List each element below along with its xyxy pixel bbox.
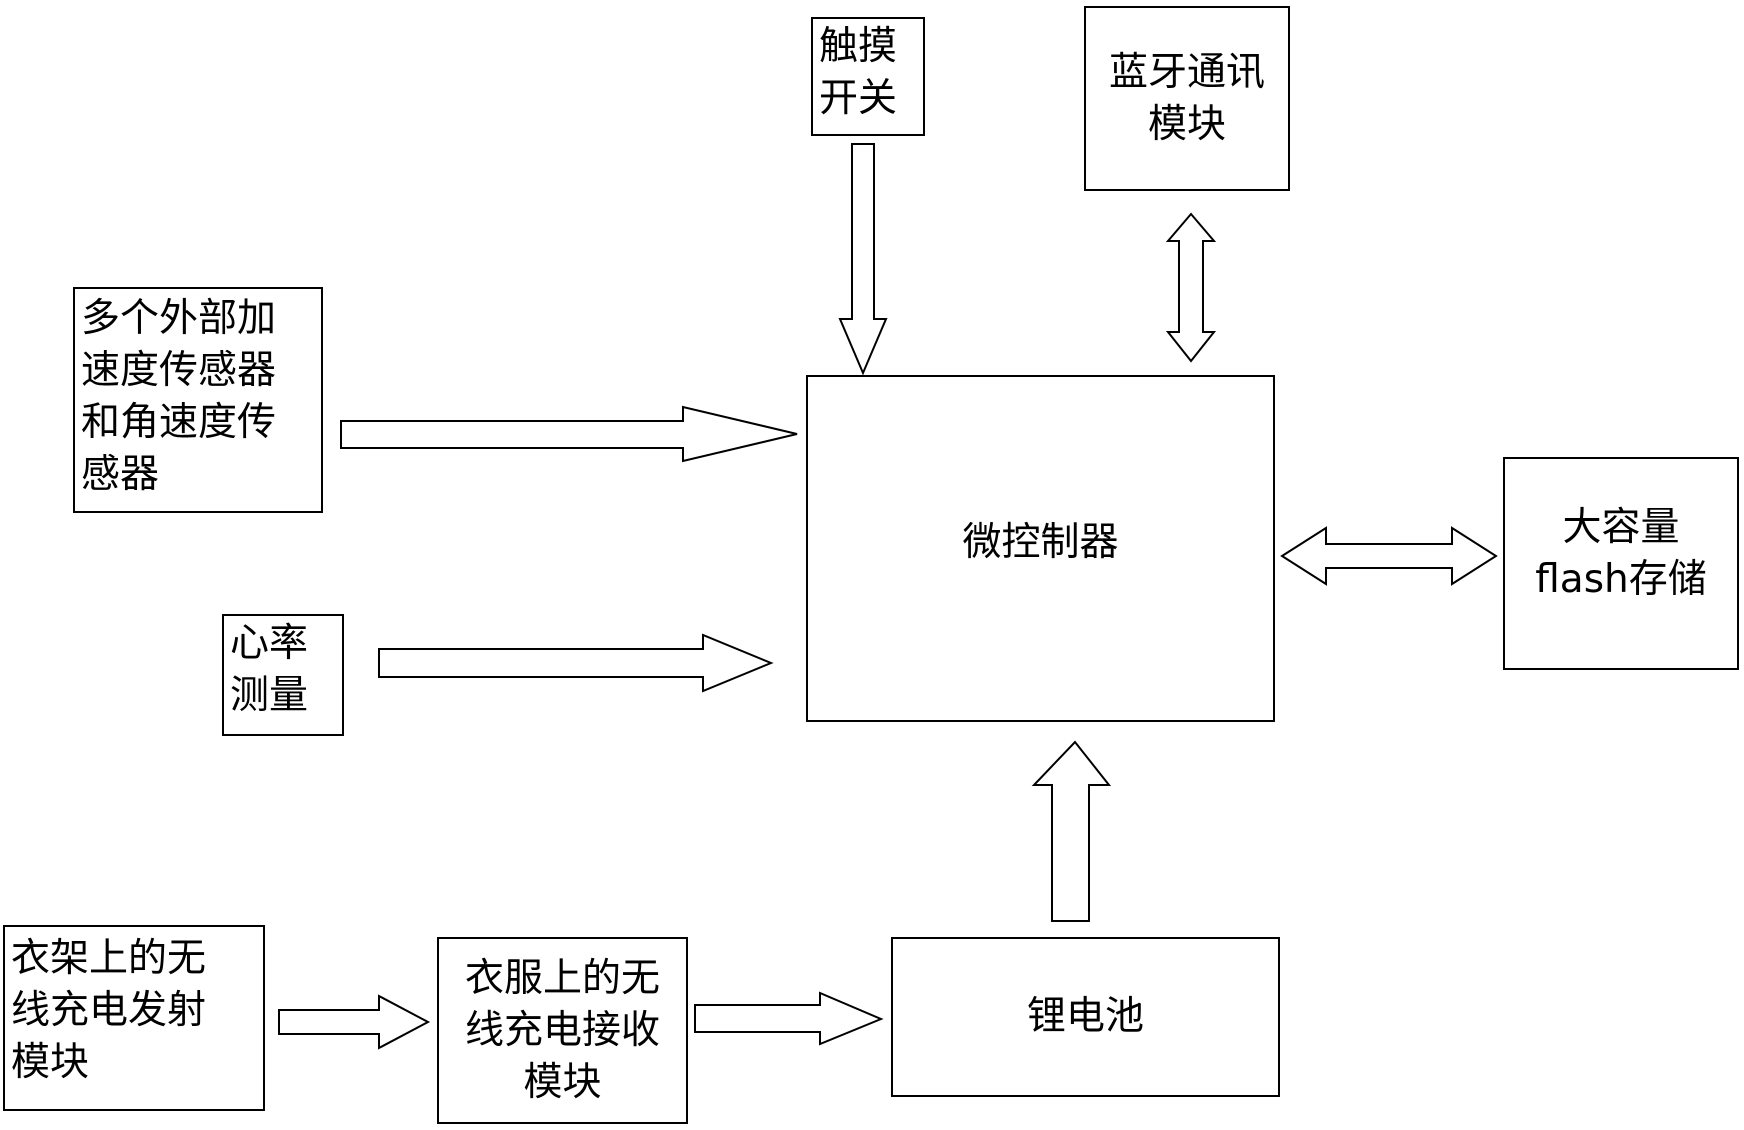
touch-switch-box: 触摸 开关 [811,17,925,136]
microcontroller-label: 微控制器 [962,519,1119,565]
arrow-heart-to-mcu [378,633,774,693]
charger-rx-box: 衣服上的无 线充电接收 模块 [437,937,688,1124]
charger-rx-label: 衣服上的无 线充电接收 模块 [464,955,660,1105]
microcontroller-box: 微控制器 [806,375,1275,722]
bluetooth-module-label: 蓝牙通讯 模块 [1108,49,1265,147]
arrow-rx-to-battery [694,991,884,1046]
heart-rate-box: 心率 测量 [222,614,344,736]
flash-storage-label: 大容量 flash存储 [1535,504,1707,602]
sensors-label: 多个外部加 速度传感器 和角速度传 感器 [81,296,277,497]
arrow-battery-to-mcu [1031,740,1112,922]
charger-tx-box: 衣架上的无 线充电发射 模块 [3,925,265,1111]
arrow-touch-to-mcu [838,143,888,376]
charger-tx-label: 衣架上的无 线充电发射 模块 [11,936,207,1085]
battery-label: 锂电池 [1026,994,1144,1039]
arrow-tx-to-rx [278,994,431,1050]
flash-storage-box: 大容量 flash存储 [1503,457,1739,670]
heart-rate-label: 心率 测量 [230,621,309,718]
touch-switch-label: 触摸 开关 [819,24,898,121]
battery-box: 锂电池 [891,937,1280,1097]
arrow-mcu-flash [1280,526,1498,586]
arrow-sensors-to-mcu [340,405,798,463]
sensors-box: 多个外部加 速度传感器 和角速度传 感器 [73,287,323,513]
arrow-bluetooth-mcu [1165,212,1217,363]
bluetooth-module-box: 蓝牙通讯 模块 [1084,6,1290,191]
